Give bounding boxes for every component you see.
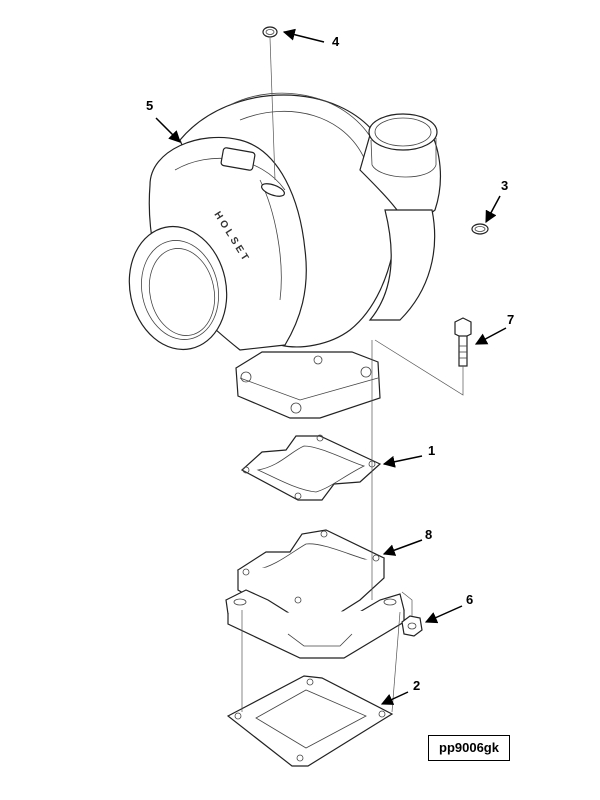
callout-4: 4: [332, 34, 340, 49]
o-ring-right: [471, 223, 489, 235]
gasket-upper: [240, 434, 382, 501]
arrow-4: [282, 28, 325, 43]
arrow-8: [382, 539, 423, 556]
hex-nut: [401, 591, 423, 637]
callout-3: 3: [501, 178, 508, 193]
arrow-5: [155, 117, 181, 143]
callout-arrows: [155, 28, 507, 705]
o-ring-top: [262, 26, 278, 181]
callout-7: 7: [507, 312, 514, 327]
callout-labels: 4 5 3 7 1 8 6 2: [146, 34, 514, 693]
arrow-6: [424, 605, 463, 624]
callout-2: 2: [413, 678, 420, 693]
turbocharger-housing: HOLSET: [128, 92, 442, 419]
bolt: [374, 317, 472, 396]
callout-5: 5: [146, 98, 153, 113]
lower-flange: [225, 589, 405, 659]
callout-8: 8: [425, 527, 432, 542]
arrow-1: [382, 455, 423, 468]
drawing-id-stamp: pp9006gk: [428, 735, 510, 761]
arrow-7: [474, 327, 507, 345]
arrow-2: [380, 691, 409, 705]
arrow-3: [485, 195, 501, 224]
callout-1: 1: [428, 443, 435, 458]
gasket-lower: [226, 675, 394, 767]
callout-6: 6: [466, 592, 473, 607]
